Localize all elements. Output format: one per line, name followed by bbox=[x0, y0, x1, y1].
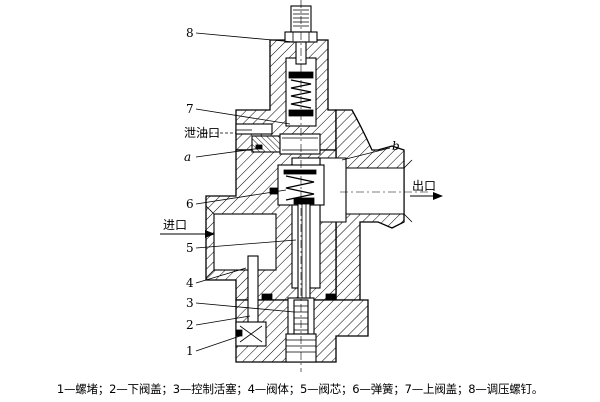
figure-caption: 1—螺堵；2—下阀盖；3—控制活塞；4—阀体；5—阀芯；6—弹簧；7—上阀盖；8… bbox=[56, 382, 544, 396]
part-label-5: 5 bbox=[186, 241, 194, 255]
inlet-label: 进口 bbox=[163, 218, 187, 232]
part-label-2: 2 bbox=[186, 318, 194, 332]
point-label-a: a bbox=[184, 150, 191, 164]
drain-port-label: 泄油口 bbox=[184, 126, 220, 140]
part-label-3: 3 bbox=[186, 296, 194, 310]
upper-cover bbox=[251, 133, 321, 155]
internal-cavities bbox=[205, 57, 413, 339]
leader-lines bbox=[195, 32, 391, 352]
outlet-label: 出口 bbox=[412, 179, 436, 193]
seal-marks bbox=[235, 144, 337, 337]
part-label-6: 6 bbox=[186, 197, 194, 211]
part-label-4: 4 bbox=[186, 276, 194, 290]
point-label-b: b bbox=[392, 139, 400, 153]
part-label-7: 7 bbox=[186, 102, 194, 116]
part-label-1: 1 bbox=[186, 344, 194, 358]
spring-6 bbox=[283, 169, 317, 201]
part-label-8: 8 bbox=[186, 26, 194, 40]
